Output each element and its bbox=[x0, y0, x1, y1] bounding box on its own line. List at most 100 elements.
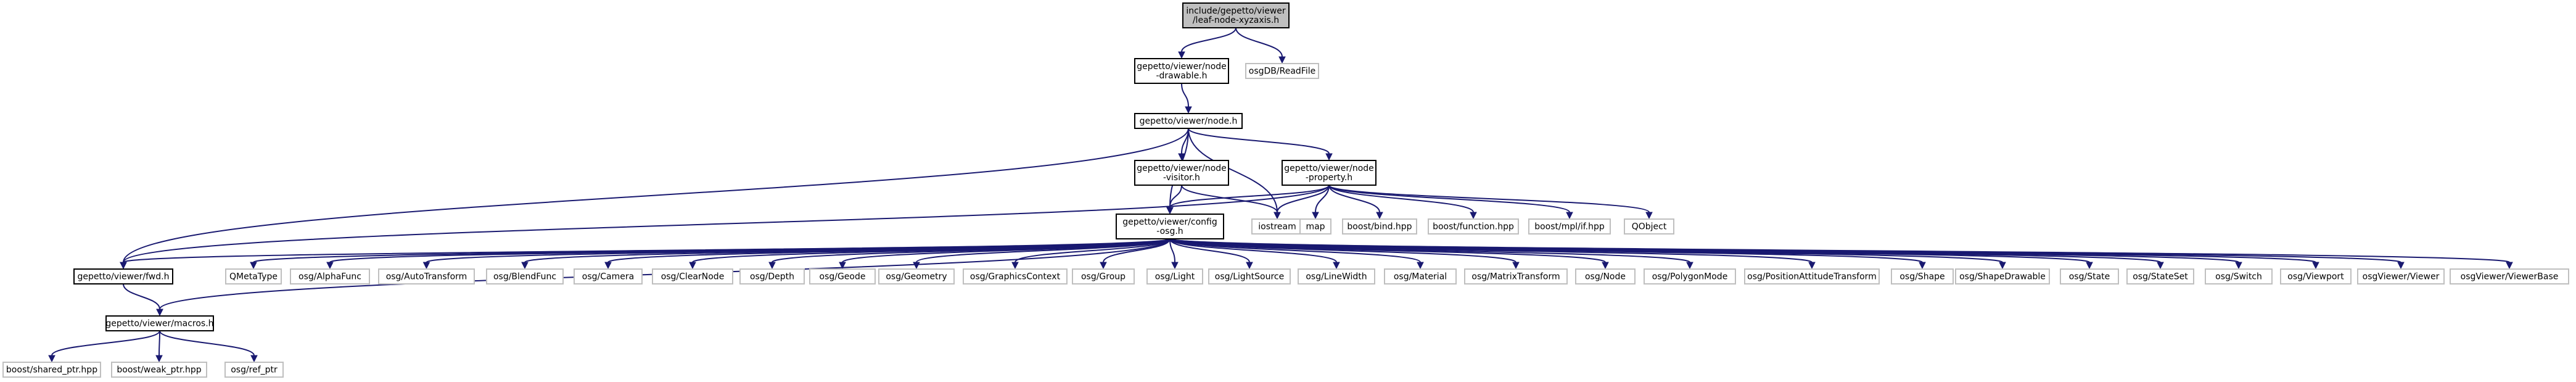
node-label: osgViewer/Viewer bbox=[2363, 272, 2440, 282]
node-box bbox=[1134, 58, 1229, 84]
node-label: osg/Viewport bbox=[2287, 272, 2344, 282]
node-gepetto-viewer-node-visitor-h[interactable]: gepetto/viewer/node-visitor.h bbox=[1134, 160, 1229, 186]
node-label: boost/function.hpp bbox=[1433, 222, 1514, 232]
node-label: osg/PositionAttitudeTransform bbox=[1747, 272, 1877, 282]
node-qobject: QObject bbox=[1624, 218, 1674, 235]
node-label: /leaf-node-xyzaxis.h bbox=[1193, 15, 1279, 25]
node-label: osg/StateSet bbox=[2133, 272, 2188, 282]
node-osg-group: osg/Group bbox=[1072, 268, 1135, 284]
node-label: boost/shared_ptr.hpp bbox=[6, 365, 97, 375]
edge-property-to-config bbox=[1166, 185, 1330, 215]
node-osg-blendfunc: osg/BlendFunc bbox=[486, 268, 564, 284]
edge-config-to-vbase bbox=[1169, 238, 2513, 270]
node-gepetto-viewer-node-h[interactable]: gepetto/viewer/node.h bbox=[1134, 113, 1243, 129]
node-box bbox=[1245, 63, 1319, 79]
node-box bbox=[1072, 268, 1135, 284]
node-label: osg/AutoTransform bbox=[386, 272, 467, 282]
node-box bbox=[1342, 218, 1417, 235]
node-gepetto-viewer-node-drawable-h[interactable]: gepetto/viewer/node-drawable.h bbox=[1134, 58, 1229, 84]
node-gepetto-viewer-macros-h[interactable]: gepetto/viewer/macros.h bbox=[105, 315, 214, 331]
node-box bbox=[1575, 268, 1636, 284]
edge-root-to-drawable bbox=[1178, 27, 1237, 59]
node-include-gepetto-viewer-leaf-node-xyzaxis-h[interactable]: include/gepetto/viewer/leaf-node-xyzaxis… bbox=[1182, 2, 1290, 28]
node-box bbox=[2280, 268, 2352, 284]
node-osg-ref-ptr: osg/ref_ptr bbox=[224, 362, 284, 378]
edge-property-to-bbind bbox=[1328, 185, 1383, 220]
node-label: osg/Geometry bbox=[886, 272, 947, 282]
edge-config-to-light bbox=[1169, 238, 1179, 270]
node-label: osg/Node bbox=[1585, 272, 1626, 282]
node-label: osg/LineWidth bbox=[1306, 272, 1367, 282]
node-box bbox=[809, 268, 876, 284]
node-osg-switch: osg/Switch bbox=[2205, 268, 2273, 284]
node-label: gepetto/viewer/node bbox=[1137, 62, 1227, 72]
node-box bbox=[486, 268, 564, 284]
node-label: include/gepetto/viewer bbox=[1186, 6, 1286, 16]
node-osg-polygonmode: osg/PolygonMode bbox=[1644, 268, 1736, 284]
node-label: map bbox=[1306, 222, 1325, 232]
node-box bbox=[105, 315, 214, 331]
node-box bbox=[378, 268, 475, 284]
node-box bbox=[1528, 218, 1611, 235]
node-gepetto-viewer-fwd-h[interactable]: gepetto/viewer/fwd.h bbox=[73, 268, 173, 284]
node-box bbox=[739, 268, 805, 284]
node-label: gepetto/viewer/config bbox=[1122, 217, 1217, 227]
node-label: QObject bbox=[1632, 222, 1667, 232]
node-box bbox=[1282, 160, 1376, 186]
node-gepetto-viewer-node-property-h[interactable]: gepetto/viewer/node-property.h bbox=[1282, 160, 1376, 186]
node-label: osg/Material bbox=[1394, 272, 1447, 282]
node-label: osg/Group bbox=[1081, 272, 1125, 282]
node-label: osgViewer/ViewerBase bbox=[2461, 272, 2559, 282]
node-osg-shape: osg/Shape bbox=[1891, 268, 1954, 284]
node-box bbox=[1624, 218, 1674, 235]
node-label: osg/Shape bbox=[1899, 272, 1944, 282]
node-box bbox=[1298, 268, 1375, 284]
node-box bbox=[2126, 268, 2194, 284]
node-label: -drawable.h bbox=[1156, 71, 1207, 81]
node-label: osgDB/ReadFile bbox=[1249, 67, 1315, 77]
edge-config-to-lsrc bbox=[1169, 238, 1253, 270]
node-box bbox=[652, 268, 733, 284]
node-osgviewer-viewerbase: osgViewer/ViewerBase bbox=[2450, 268, 2569, 284]
node-box bbox=[2060, 268, 2119, 284]
node-osg-camera: osg/Camera bbox=[574, 268, 643, 284]
edge-config-to-geometry bbox=[913, 238, 1171, 270]
node-box bbox=[2450, 268, 2569, 284]
node-box bbox=[224, 362, 284, 378]
node-boost-bind-hpp: boost/bind.hpp bbox=[1342, 218, 1417, 235]
node-box bbox=[2, 362, 101, 378]
node-osg-state: osg/State bbox=[2060, 268, 2119, 284]
edge-macros-to-osgref bbox=[159, 330, 258, 363]
node-label: osg/Switch bbox=[2215, 272, 2262, 282]
node-osg-geometry: osg/Geometry bbox=[878, 268, 955, 284]
node-box bbox=[1955, 268, 2050, 284]
node-box bbox=[225, 268, 282, 284]
node-box bbox=[1299, 218, 1331, 235]
edge-property-to-qobject bbox=[1328, 185, 1653, 220]
node-label: boost/bind.hpp bbox=[1347, 222, 1412, 232]
node-osg-shapedrawable: osg/ShapeDrawable bbox=[1955, 268, 2050, 284]
node-osg-material: osg/Material bbox=[1384, 268, 1457, 284]
node-label: -visitor.h bbox=[1163, 173, 1200, 183]
node-osg-matrixtransform: osg/MatrixTransform bbox=[1464, 268, 1568, 284]
edge-config-to-group bbox=[1100, 238, 1171, 270]
node-label: gepetto/viewer/macros.h bbox=[105, 319, 213, 329]
node-box bbox=[1251, 218, 1303, 235]
node-box bbox=[1464, 268, 1568, 284]
node-label: osg/Camera bbox=[582, 272, 634, 282]
node-qmetatype: QMetaType bbox=[225, 268, 282, 284]
node-osg-depth: osg/Depth bbox=[739, 268, 805, 284]
node-box bbox=[878, 268, 955, 284]
node-box bbox=[73, 268, 173, 284]
edge-macros-to-bweak bbox=[155, 330, 163, 363]
node-label: boost/mpl/if.hpp bbox=[1534, 222, 1605, 232]
node-gepetto-viewer-config-osg-h[interactable]: gepetto/viewer/config-osg.h bbox=[1116, 214, 1224, 239]
node-osg-alphafunc: osg/AlphaFunc bbox=[290, 268, 370, 284]
node-box bbox=[290, 268, 370, 284]
node-box bbox=[2205, 268, 2273, 284]
node-map: map bbox=[1299, 218, 1331, 235]
node-label: gepetto/viewer/node.h bbox=[1140, 117, 1238, 127]
node-label: osg/PolygonMode bbox=[1652, 272, 1728, 282]
